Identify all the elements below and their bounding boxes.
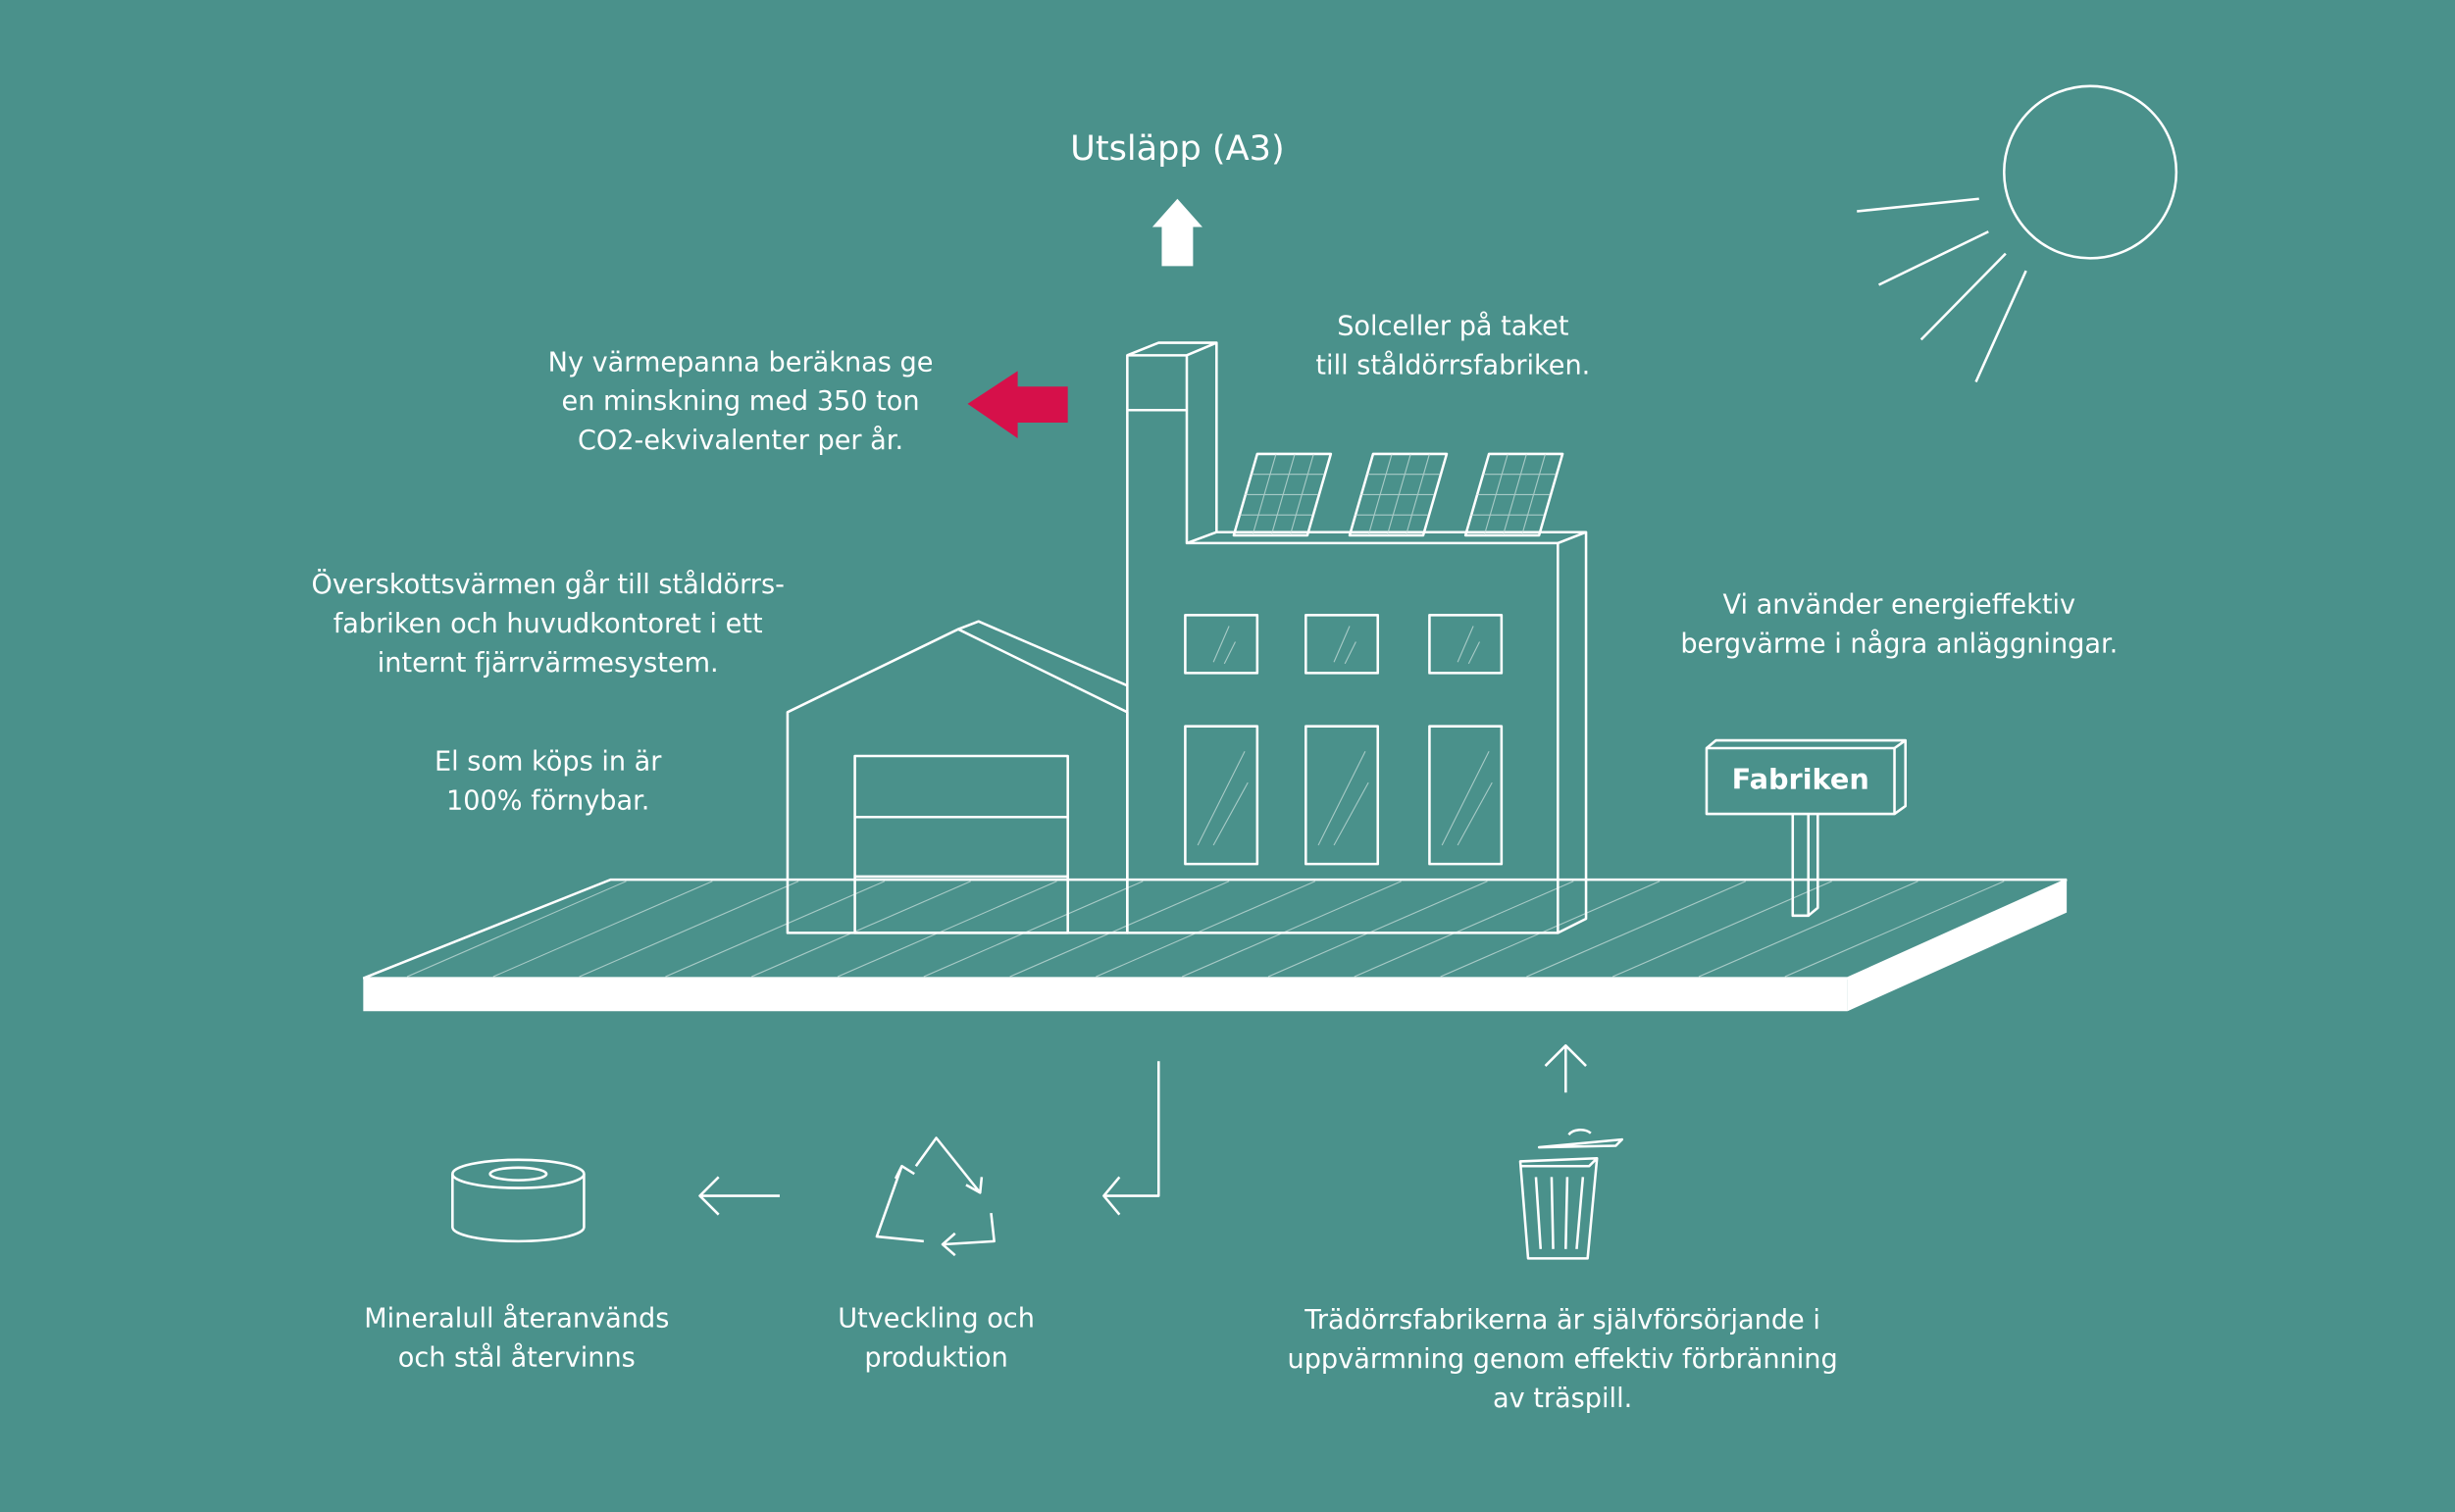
platform-hatch-line <box>1698 881 1918 978</box>
platform-hatch-line <box>1440 881 1661 978</box>
platform-hatch-line <box>579 881 799 978</box>
excess-heat-line: fabriken och huvudkontoret i ett <box>333 609 763 639</box>
up-arrow-icon <box>1151 198 1202 267</box>
solar-line: till ståldörrsfabriken. <box>1315 351 1590 381</box>
caption-line: uppvärmning genom effektiv förbränning <box>1288 1344 1838 1375</box>
excess-heat-line: internt fjärrvärmesystem. <box>378 648 719 679</box>
boiler-line: CO2-ekvivalenter per år. <box>578 426 903 456</box>
platform-hatch-line <box>837 881 1057 978</box>
caption-line: Utveckling och <box>838 1304 1035 1335</box>
caption-line: Mineralull återanvänds <box>364 1304 669 1335</box>
solar-annotation: Solceller på taket till ståldörrsfabrike… <box>1315 312 1590 381</box>
up-arrow-small-icon <box>1544 1044 1587 1093</box>
recycle-icon <box>875 1136 996 1257</box>
caption-line: av träspill. <box>1493 1384 1632 1414</box>
excess-heat-annotation: Överskottsvärmen går till ståldörrs- fab… <box>312 569 785 679</box>
platform-hatch-line <box>665 881 886 978</box>
electricity-line: El som köps in är <box>435 746 662 777</box>
steel-door-factory <box>1126 341 1588 934</box>
left-arrow-icon <box>698 1176 780 1216</box>
electricity-line: 100% förnybar. <box>446 785 649 816</box>
wood-doors-caption: Trädörrsfabrikerna är självförsörjande i… <box>1288 1305 1838 1414</box>
boiler-line: en minskning med 350 ton <box>562 386 920 417</box>
sign-label: Fabriken <box>1732 763 1869 796</box>
platform-hatch-line <box>1784 881 2005 978</box>
platform-hatch-line <box>492 881 713 978</box>
excess-heat-line: Överskottsvärmen går till ståldörrs- <box>312 569 785 600</box>
platform-hatch-line <box>1611 881 1832 978</box>
mineral-wool-caption: Mineralull återanvänds och stål återvinn… <box>364 1304 669 1374</box>
platform-hatch-line <box>1526 881 1747 978</box>
platform-hatch-line <box>1096 881 1316 978</box>
reduction-arrow-icon <box>967 371 1068 438</box>
warehouse <box>786 620 1129 934</box>
geothermal-annotation: Vi använder energieffektiv bergvärme i n… <box>1680 590 2118 660</box>
down-left-arrow-icon <box>1102 1061 1160 1216</box>
platform-hatch-line <box>751 881 971 978</box>
geothermal-line: Vi använder energieffektiv <box>1723 590 2075 621</box>
platform-hatch-line <box>406 881 627 978</box>
solar-panels <box>1232 452 1564 537</box>
sun-icon <box>1857 84 2178 383</box>
caption-line: Trädörrsfabrikerna är självförsörjande i <box>1304 1305 1820 1336</box>
windows <box>1184 614 1504 866</box>
boiler-annotation: Ny värmepanna beräknas ge en minskning m… <box>548 347 934 456</box>
geothermal-line: bergvärme i några anläggningar. <box>1680 630 2118 660</box>
caption-line: och stål återvinns <box>398 1343 636 1374</box>
emissions-title: Utsläpp (A3) <box>1070 128 1285 169</box>
platform-hatch-line <box>1009 881 1230 978</box>
mineral-wool-roll-icon <box>451 1158 586 1243</box>
boiler-line: Ny värmepanna beräknas ge <box>548 347 934 378</box>
platform-hatch-line <box>1267 881 1488 978</box>
platform-hatch-line <box>1354 881 1574 978</box>
development-caption: Utveckling och produktion <box>838 1304 1035 1374</box>
factory-sign: Fabriken <box>1705 738 1907 918</box>
solar-line: Solceller på taket <box>1337 312 1568 342</box>
electricity-annotation: El som köps in är 100% förnybar. <box>435 746 662 816</box>
platform-hatch-line <box>1181 881 1402 978</box>
platform-hatch-line <box>923 881 1144 978</box>
ground-platform <box>362 878 2068 1012</box>
caption-line: produktion <box>864 1343 1007 1374</box>
trash-bin-icon <box>1518 1129 1624 1260</box>
